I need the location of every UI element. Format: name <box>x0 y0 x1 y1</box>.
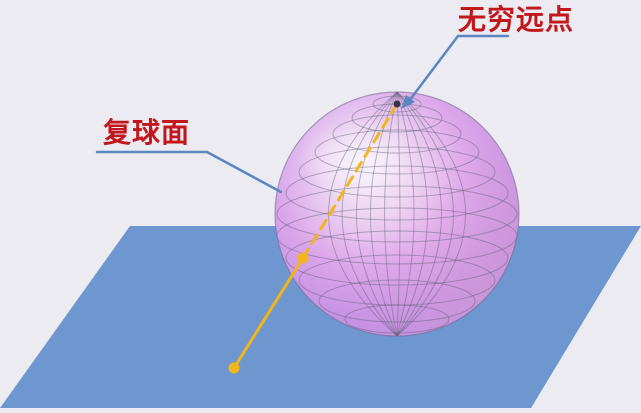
latitude-line-6 <box>285 165 509 221</box>
riemann-sphere-pointer <box>95 150 283 194</box>
longitude-line-3 <box>396 92 428 336</box>
north-pole-marker <box>393 100 401 108</box>
riemann-sphere-label: 复球面 <box>103 116 191 149</box>
longitude-line-2 <box>396 92 442 336</box>
sphere-point-marker <box>297 252 309 264</box>
point-at-infinity-pointer <box>407 34 510 103</box>
longitude-line-4 <box>396 92 415 336</box>
projection-line-solid-segment <box>232 256 305 370</box>
point-at-infinity-label: 无穷远点 <box>458 3 575 36</box>
latitude-line-10 <box>298 254 496 306</box>
latitude-line-5 <box>298 146 496 198</box>
point-at-infinity-arrowhead <box>401 95 415 109</box>
longitude-line-5 <box>396 92 401 336</box>
latitude-line-7 <box>276 185 518 243</box>
projection-line-dashed-segment <box>301 102 399 260</box>
longitude-line-11 <box>396 92 466 336</box>
projection-line <box>228 100 401 374</box>
riemann-sphere <box>274 91 520 337</box>
latitude-line-9 <box>285 230 509 286</box>
latitude-line-11 <box>318 279 476 323</box>
latitude-line-12 <box>344 304 450 334</box>
longitude-line-1 <box>396 92 454 336</box>
latitude-line-3 <box>332 114 462 154</box>
latitude-line-4 <box>314 129 480 175</box>
longitude-line-9 <box>341 92 398 336</box>
longitude-line-6 <box>384 92 398 336</box>
longitude-line-8 <box>356 92 398 336</box>
plane-point-marker <box>228 362 240 374</box>
annotation-pointers <box>95 34 510 194</box>
latitude-line-1 <box>372 95 422 113</box>
